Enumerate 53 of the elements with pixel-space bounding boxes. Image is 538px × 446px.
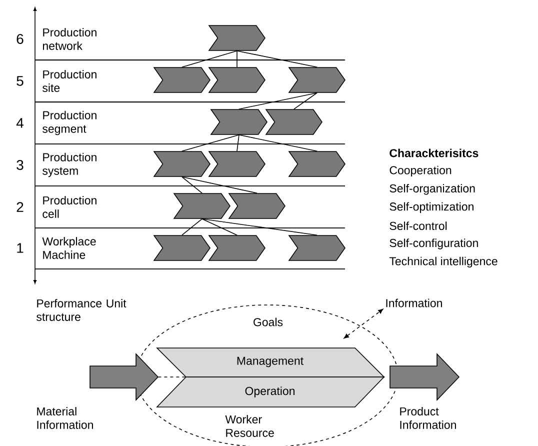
characteristic: Cooperation bbox=[390, 166, 452, 177]
connector-line bbox=[238, 134, 318, 152]
connector-line bbox=[182, 176, 202, 194]
connector-line bbox=[182, 50, 238, 68]
heading: Charackterisitcs bbox=[390, 148, 478, 158]
ellipse-label: Worker Resource bbox=[225, 415, 274, 437]
level-label: Production network bbox=[42, 28, 96, 50]
ellipse-label: Goals bbox=[254, 318, 283, 326]
axis-label: Performance Unit structure bbox=[36, 299, 126, 321]
characteristic: Self-configuration bbox=[390, 238, 478, 250]
flow-label: Product Information bbox=[400, 407, 456, 429]
process-step bbox=[210, 109, 268, 135]
level-number: 2 bbox=[16, 202, 24, 212]
connector-line bbox=[182, 134, 240, 152]
level-number: 1 bbox=[17, 243, 24, 253]
process-step bbox=[265, 109, 322, 135]
connector-line bbox=[202, 218, 318, 236]
process-step bbox=[208, 67, 266, 93]
level-number: 5 bbox=[16, 76, 24, 86]
flow-label: Material Information bbox=[37, 407, 93, 429]
characteristic: Self-organization bbox=[390, 184, 475, 195]
double-arrow bbox=[344, 308, 384, 338]
connector-line bbox=[236, 134, 240, 152]
information-label: Information bbox=[386, 298, 442, 308]
level-number: 6 bbox=[16, 34, 24, 44]
connector-line bbox=[202, 218, 238, 236]
connector-line bbox=[238, 92, 318, 110]
level-label: Workplace Machine bbox=[42, 237, 96, 259]
process-step bbox=[208, 151, 266, 177]
level-label: Production site bbox=[42, 70, 96, 92]
process-step bbox=[228, 193, 286, 219]
characteristic: Self-optimization bbox=[390, 202, 474, 213]
process-step bbox=[208, 235, 266, 261]
process-step bbox=[153, 67, 210, 93]
process-step bbox=[153, 235, 210, 261]
connector-line bbox=[236, 50, 238, 68]
process-step bbox=[288, 151, 346, 177]
process-step bbox=[173, 193, 230, 219]
level-label: Production segment bbox=[42, 110, 96, 136]
level-number: 3 bbox=[16, 160, 24, 170]
connector-line bbox=[294, 92, 318, 110]
connector-line bbox=[182, 176, 258, 194]
process-step bbox=[288, 67, 346, 93]
characteristic: Technical intelligence bbox=[389, 256, 498, 268]
process-step bbox=[288, 235, 346, 261]
level-number: 4 bbox=[16, 118, 24, 128]
process-step bbox=[153, 151, 210, 177]
connector-line bbox=[182, 218, 202, 236]
connector-line bbox=[236, 50, 318, 68]
level-label: Production system bbox=[42, 152, 96, 178]
process-step bbox=[208, 25, 266, 51]
level-label: Production cell bbox=[42, 196, 96, 218]
characteristic: Self-control bbox=[390, 222, 447, 230]
